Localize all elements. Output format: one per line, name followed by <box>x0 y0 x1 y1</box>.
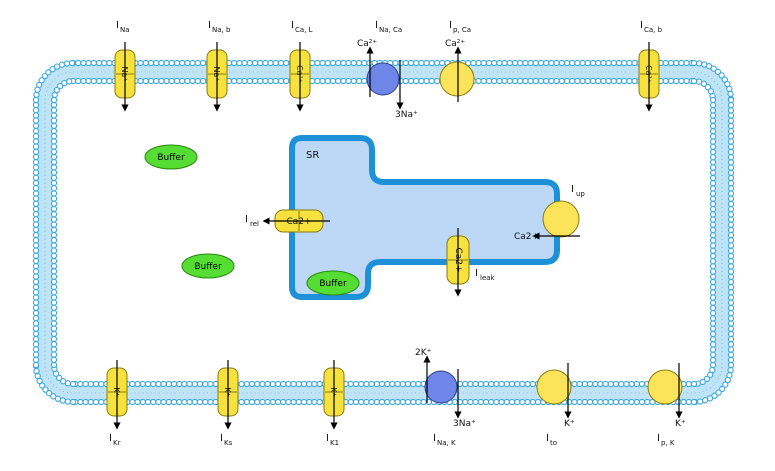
svg-text:I: I <box>571 184 574 195</box>
svg-text:I: I <box>433 433 436 444</box>
i-rel-label: I rel <box>245 214 259 228</box>
svg-text:I: I <box>116 20 119 31</box>
svg-text:I: I <box>220 433 223 444</box>
svg-text:I: I <box>449 20 452 31</box>
buffer-label: Buffer <box>194 262 222 272</box>
svg-text:I: I <box>245 214 248 225</box>
bottom-current-kr: IKrK⁺ <box>106 360 128 447</box>
svg-text:K1: K1 <box>330 439 339 447</box>
svg-text:Ks: Ks <box>224 439 233 447</box>
top-current-na-b: INa, bNa⁺ <box>206 20 231 112</box>
svg-text:Ca, L: Ca, L <box>295 26 313 34</box>
svg-text:Na, b: Na, b <box>212 26 231 34</box>
svg-text:2K⁺: 2K⁺ <box>415 348 432 358</box>
cytosol-buffer-2: Buffer <box>181 253 235 279</box>
i-up-pump: Ca2+ <box>514 200 580 242</box>
svg-text:p, K: p, K <box>661 439 675 447</box>
i-leak-label: I leak <box>475 268 496 282</box>
exchanger-shape <box>366 62 400 96</box>
svg-text:I: I <box>375 20 378 31</box>
exchanger-shape <box>424 370 458 404</box>
cytosol-buffer-1: Buffer <box>144 144 198 170</box>
svg-text:Kr: Kr <box>113 439 121 447</box>
svg-text:I: I <box>109 433 112 444</box>
svg-text:Ca, b: Ca, b <box>644 26 663 34</box>
buffer-label: Buffer <box>319 279 347 289</box>
svg-text:to: to <box>550 439 557 447</box>
pump-shape <box>647 369 683 405</box>
pump-shape <box>439 61 475 97</box>
svg-text:K⁺: K⁺ <box>564 419 575 429</box>
top-current-na: INaNa⁺ <box>114 20 136 112</box>
buffer-label: Buffer <box>157 153 185 163</box>
i-rel-channel: Ca2+ <box>262 209 330 233</box>
svg-text:3Na⁺: 3Na⁺ <box>395 110 418 120</box>
svg-text:I: I <box>326 433 329 444</box>
bottom-current-ks: IKsK⁺ <box>217 360 239 447</box>
sr-buffer: Buffer <box>306 270 360 296</box>
sarcoplasmic-reticulum <box>289 135 560 300</box>
bottom-current-k1: IK1K⁺ <box>323 360 345 447</box>
svg-text:I: I <box>291 20 294 31</box>
svg-text:I: I <box>475 268 478 279</box>
sr-label: SR <box>306 150 319 161</box>
top-transporters: INaNa⁺INa, bNa⁺ICa, LCa²⁺INa, CaCa²⁺3Na⁺… <box>114 20 663 120</box>
svg-text:I: I <box>208 20 211 31</box>
i-leak-channel: Ca2+ <box>446 228 470 297</box>
svg-text:p, Ca: p, Ca <box>453 26 471 34</box>
top-current-ca-b: ICa, bCa²⁺ <box>638 20 663 112</box>
pump-shape <box>536 369 572 405</box>
svg-text:Na, K: Na, K <box>437 439 456 447</box>
svg-text:Ca²⁺: Ca²⁺ <box>445 39 465 49</box>
i-up-label: I up <box>571 184 585 198</box>
svg-text:Na: Na <box>120 26 130 34</box>
svg-text:K⁺: K⁺ <box>675 419 686 429</box>
svg-text:I: I <box>657 433 660 444</box>
svg-text:Na, Ca: Na, Ca <box>379 26 402 34</box>
svg-text:3Na⁺: 3Na⁺ <box>453 419 476 429</box>
svg-text:I: I <box>640 20 643 31</box>
svg-text:rel: rel <box>250 220 259 228</box>
i-up-ion: Ca2+ <box>514 232 539 242</box>
svg-text:leak: leak <box>480 274 496 282</box>
i-rel-ion: Ca2+ <box>286 217 311 227</box>
svg-text:Ca²⁺: Ca²⁺ <box>357 39 377 49</box>
svg-text:I: I <box>546 433 549 444</box>
top-current-ca-l: ICa, LCa²⁺ <box>289 20 313 112</box>
svg-text:up: up <box>576 190 585 198</box>
